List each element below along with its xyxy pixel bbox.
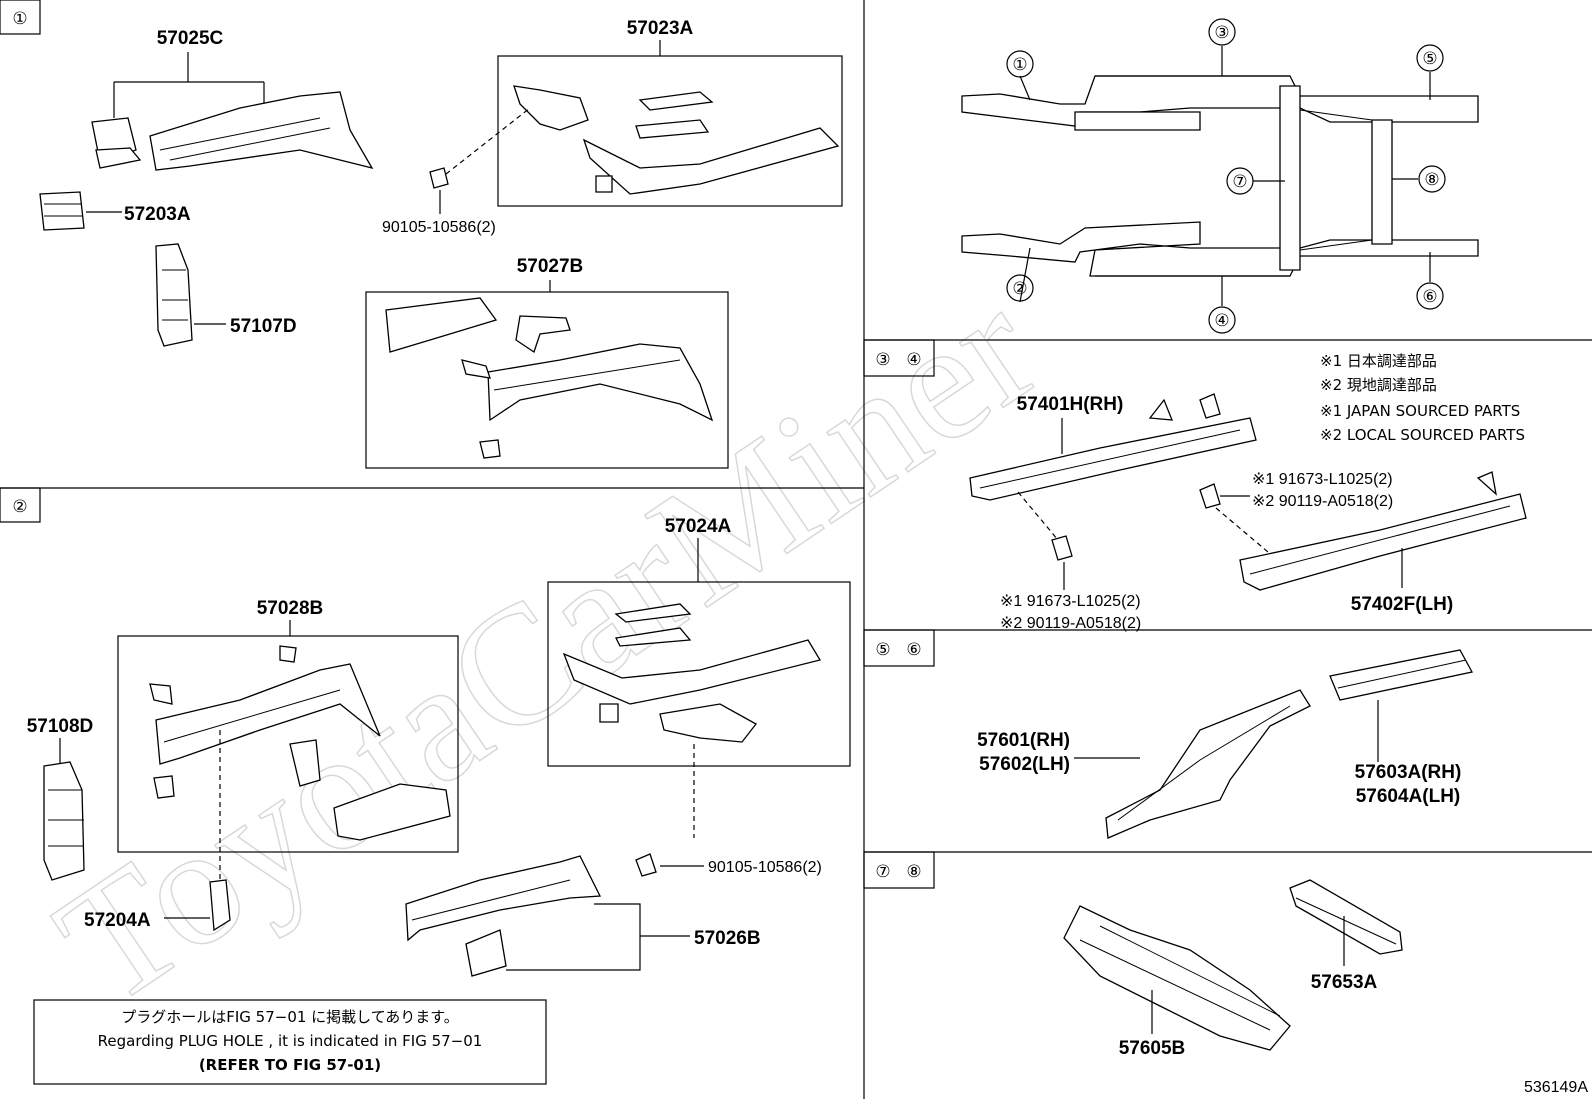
section-tag-7-8: ⑦ ⑧ <box>863 851 935 889</box>
part-57204A-drawing <box>209 879 231 932</box>
fastener-left-2: ※2 90119-A0518(2) <box>1000 615 1141 632</box>
fastener-right-1: ※1 91673-L1025(2) <box>1252 471 1393 488</box>
svg-text:③: ③ <box>1214 23 1229 42</box>
frame-overview <box>961 46 1479 306</box>
part-label-57025C: 57025C <box>157 28 224 49</box>
svg-text:⑤: ⑤ <box>875 640 890 659</box>
part-57023A-drawing <box>513 85 840 195</box>
part-label-57601: 57601(RH) <box>977 730 1070 751</box>
part-label-57602: 57602(LH) <box>979 754 1070 775</box>
group-box-57023A <box>497 55 843 207</box>
bolt-label-1: 90105-10586(2) <box>382 219 496 236</box>
part-57027B-drawing <box>385 297 714 459</box>
part-57605B-drawing <box>1063 905 1291 1051</box>
part-label-57203A: 57203A <box>124 204 191 225</box>
svg-text:①: ① <box>1012 55 1027 74</box>
part-label-57023A: 57023A <box>627 18 694 39</box>
svg-text:④: ④ <box>906 350 921 369</box>
part-label-57402F: 57402F(LH) <box>1351 594 1453 615</box>
bolt-icon <box>635 853 657 877</box>
part-57107D-drawing <box>155 243 193 347</box>
sourcing-legend-2: ※2 現地調達部品 <box>1320 376 1437 394</box>
svg-text:②: ② <box>12 497 27 516</box>
group-box-57028B <box>117 635 459 853</box>
sourcing-legend-1: ※1 日本調達部品 <box>1320 352 1437 370</box>
part-57402F-drawing <box>1239 471 1527 591</box>
sourcing-legend-3: ※1 JAPAN SOURCED PARTS <box>1320 402 1520 420</box>
svg-text:⑦: ⑦ <box>875 862 890 881</box>
group-box-57024A <box>547 581 851 767</box>
section-tag-1: ① <box>0 0 41 35</box>
part-label-57204A: 57204A <box>84 910 151 931</box>
section-tag-2: ② <box>0 487 41 523</box>
part-label-57605B: 57605B <box>1119 1038 1186 1059</box>
section-tag-3-4: ③ ④ <box>863 339 935 377</box>
plug-hole-note-en: Regarding PLUG HOLE , it is indicated in… <box>98 1032 483 1050</box>
svg-text:⑥: ⑥ <box>906 640 921 659</box>
svg-text:⑦: ⑦ <box>1232 172 1247 191</box>
part-57108D-drawing <box>43 761 85 881</box>
part-label-57653A: 57653A <box>1311 972 1378 993</box>
part-label-57603A: 57603A(RH) <box>1355 762 1462 783</box>
part-label-57028B: 57028B <box>257 598 324 619</box>
part-57025C-drawing <box>91 91 374 171</box>
part-label-57108D: 57108D <box>27 716 94 737</box>
svg-text:①: ① <box>12 9 27 28</box>
part-label-57604A: 57604A(LH) <box>1356 786 1461 807</box>
part-57601-drawing <box>1105 689 1311 839</box>
overview-markers: ① ② ③ ④ ⑤ ⑥ ⑦ ⑧ <box>1006 18 1446 334</box>
section-tag-5-6: ⑤ ⑥ <box>863 629 935 667</box>
part-label-57401H: 57401H(RH) <box>1017 394 1124 415</box>
part-label-57024A: 57024A <box>665 516 732 537</box>
figure-id: 536149A <box>1524 1079 1588 1096</box>
part-57653A-drawing <box>1289 879 1403 955</box>
plug-hole-note-ref: (REFER TO FIG 57-01) <box>199 1056 381 1074</box>
bolt-label-2: 90105-10586(2) <box>708 859 822 876</box>
svg-text:⑧: ⑧ <box>906 862 921 881</box>
svg-text:③: ③ <box>875 350 890 369</box>
bolt-icon <box>1051 535 1073 561</box>
part-57401H-drawing <box>969 393 1257 501</box>
plug-hole-note-jp: プラグホールはFIG 57−01 に掲載してあります。 <box>121 1008 459 1026</box>
svg-text:⑤: ⑤ <box>1422 49 1437 68</box>
sourcing-legend-4: ※2 LOCAL SOURCED PARTS <box>1320 426 1525 444</box>
fastener-left-1: ※1 91673-L1025(2) <box>1000 593 1141 610</box>
bolt-icon <box>1199 483 1221 509</box>
part-57203A-drawing <box>39 191 85 231</box>
svg-text:⑧: ⑧ <box>1424 170 1439 189</box>
part-57603A-drawing <box>1329 649 1473 701</box>
fastener-right-2: ※2 90119-A0518(2) <box>1252 493 1393 510</box>
bolt-icon <box>429 167 449 189</box>
part-57028B-drawing <box>149 645 451 841</box>
svg-text:④: ④ <box>1214 311 1229 330</box>
part-57026B-drawing <box>405 855 602 977</box>
plug-hole-note-box <box>33 999 547 1085</box>
svg-text:②: ② <box>1012 279 1027 298</box>
part-label-57107D: 57107D <box>230 316 297 337</box>
part-57024A-drawing <box>562 603 822 743</box>
group-box-57027B <box>365 291 729 469</box>
part-label-57026B: 57026B <box>694 928 761 949</box>
part-label-57027B: 57027B <box>517 256 584 277</box>
svg-text:⑥: ⑥ <box>1422 287 1437 306</box>
